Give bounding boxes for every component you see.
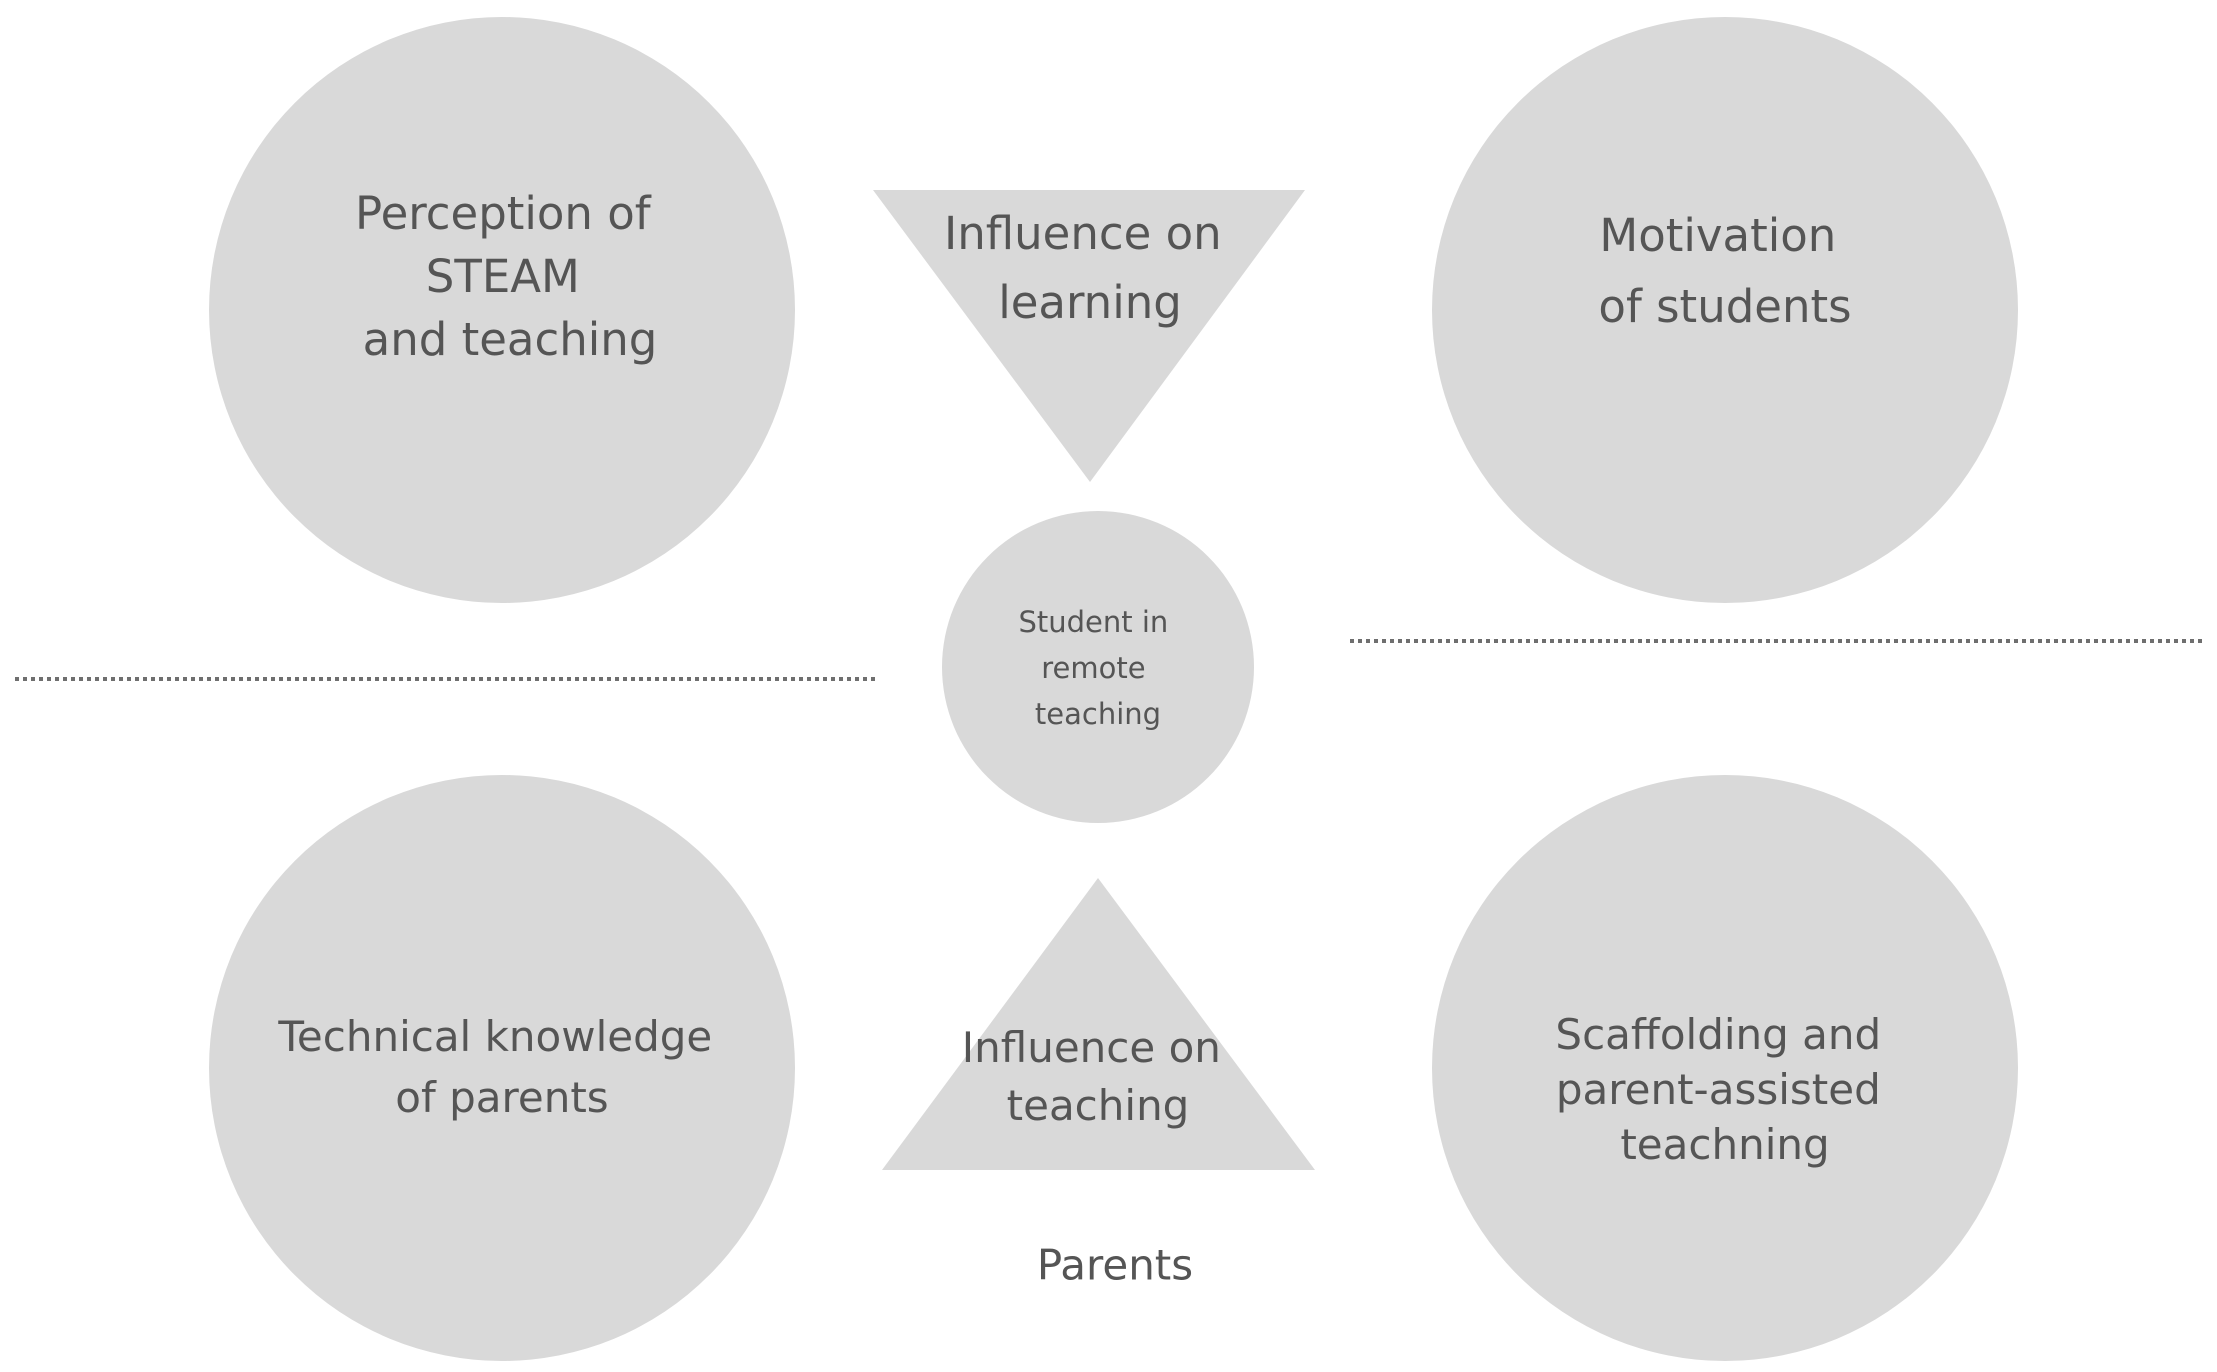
node-circle (209, 775, 795, 1361)
node-motivation-of-students: Motivation of students (1432, 17, 2018, 603)
node-scaffolding-and-parent-assisted: Scaffolding and parent-assisted teachnin… (1432, 775, 2018, 1361)
node-label: Scaffolding and parent-assisted teachnin… (1555, 1010, 1894, 1169)
label-line: parent-assisted (1556, 1065, 1881, 1114)
label-line: Scaffolding and (1555, 1010, 1881, 1059)
node-circle (1432, 17, 2018, 603)
label-line: teaching (1007, 1081, 1190, 1130)
node-circle (209, 17, 795, 603)
node-circle (942, 511, 1254, 823)
label-line: teaching (1035, 697, 1161, 731)
node-label: Student in remote teaching (1018, 605, 1177, 731)
label-line: STEAM (426, 250, 580, 303)
node-triangle-down (873, 190, 1305, 482)
node-student-in-remote-teaching: Student in remote teaching (942, 511, 1254, 823)
node-perception-of-steam: Perception of STEAM and teaching (209, 17, 795, 603)
label-line: remote (1041, 651, 1145, 685)
node-triangle-up (882, 878, 1315, 1170)
label-line: Influence on (944, 207, 1222, 260)
label-line: Influence on (962, 1023, 1221, 1072)
label-line: of parents (395, 1073, 608, 1122)
label-line: Student in (1018, 605, 1168, 639)
node-label: Perception of STEAM and teaching (355, 187, 665, 366)
node-label: Motivation of students (1598, 209, 1851, 333)
node-technical-knowledge-of-parents: Technical knowledge of parents (209, 775, 795, 1361)
label-line: Perception of (355, 187, 652, 240)
label-line: learning (998, 276, 1182, 329)
label-line: and teaching (363, 313, 658, 366)
node-label: Influence on teaching (962, 1023, 1235, 1130)
node-influence-on-teaching: Influence on teaching (882, 878, 1315, 1170)
node-label: Influence on learning (944, 207, 1236, 329)
node-circle (1432, 775, 2018, 1361)
label-line: teachning (1620, 1120, 1829, 1169)
parents-caption: Parents (1037, 1241, 1193, 1290)
label-line: Motivation (1599, 209, 1836, 262)
label-line: of students (1598, 280, 1851, 333)
node-label: Technical knowledge of parents (277, 1012, 725, 1122)
label-line: Technical knowledge (277, 1012, 712, 1061)
node-influence-on-learning: Influence on learning (873, 190, 1305, 482)
